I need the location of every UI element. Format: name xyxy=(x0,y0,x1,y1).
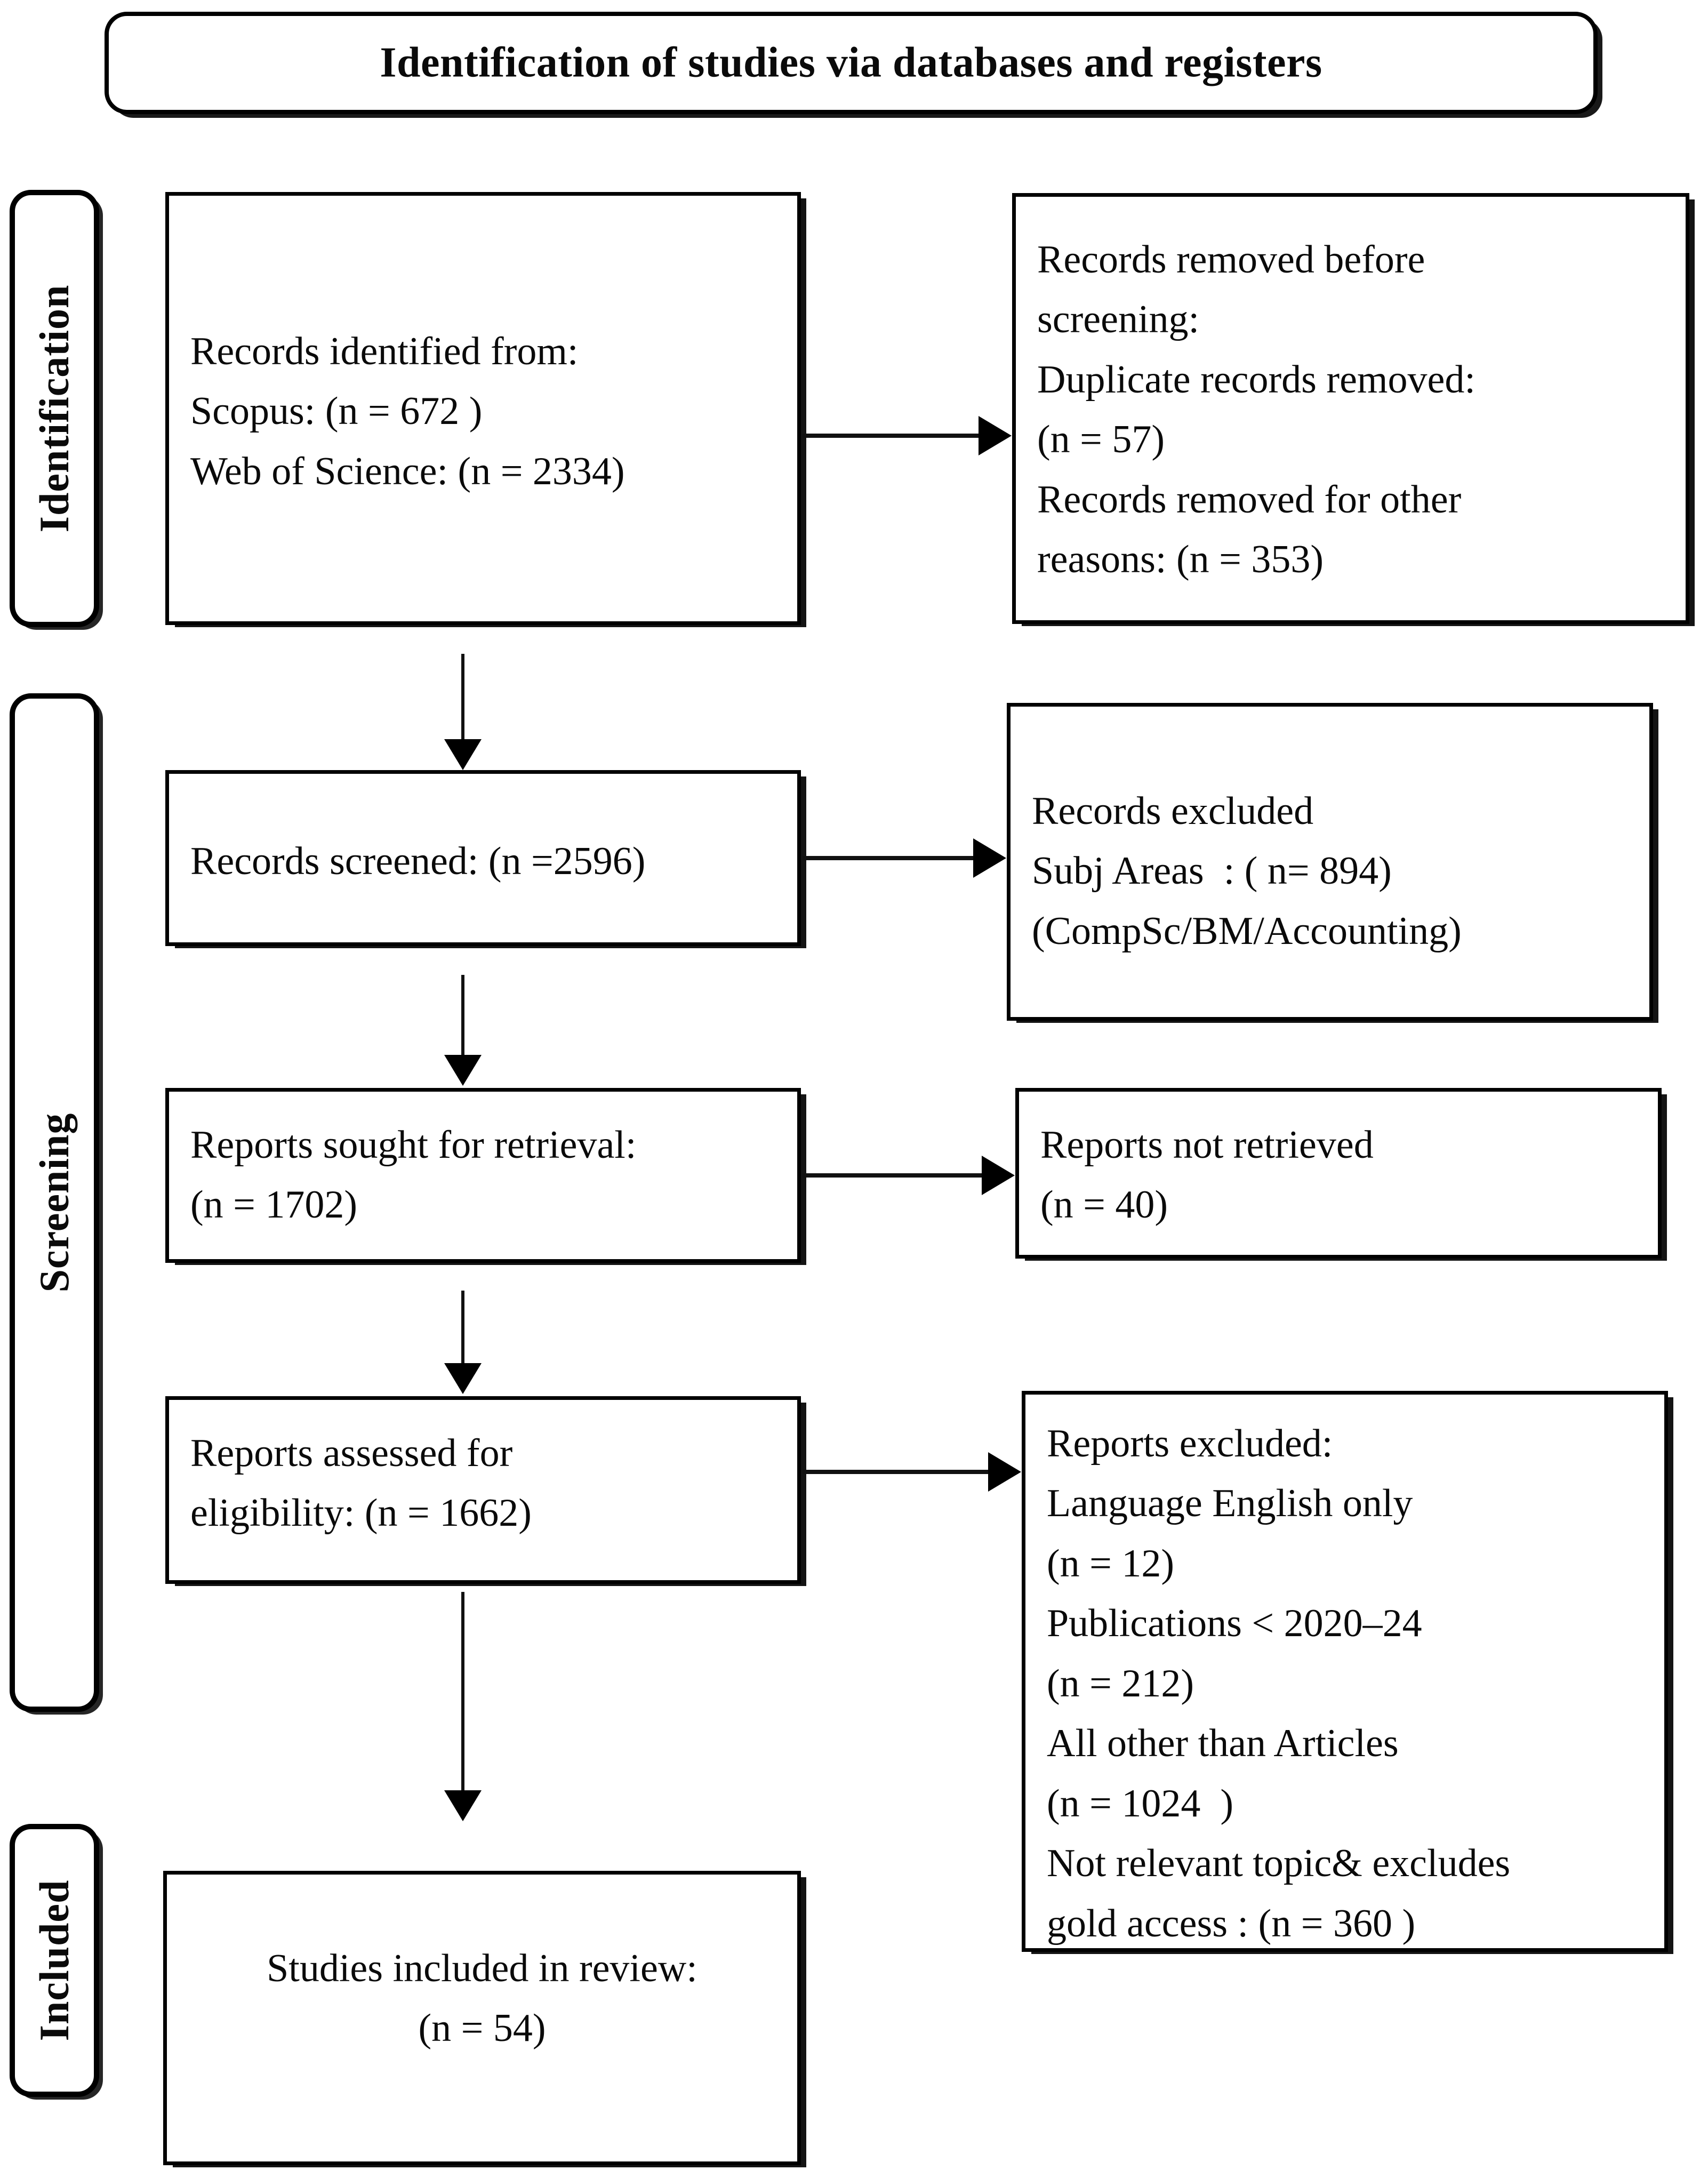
node-reports-sought: Reports sought for retrieval: (n = 1702) xyxy=(165,1088,801,1263)
stage-rail-identification: Identification xyxy=(10,190,99,627)
arrow-head xyxy=(444,1790,482,1821)
arrow-head xyxy=(982,1156,1015,1195)
arrow-shaft xyxy=(461,1291,464,1376)
node-records-screened: Records screened: (n =2596) xyxy=(165,770,801,946)
arrow-shaft xyxy=(803,856,990,860)
stage-label-identification: Identification xyxy=(31,284,77,533)
node-records-removed-text: Records removed before screening: Duplic… xyxy=(1037,238,1476,582)
arrow-head xyxy=(973,838,1006,878)
arrow-head xyxy=(444,739,482,770)
node-studies-included: Studies included in review: (n = 54) xyxy=(163,1871,801,2165)
node-reports-sought-text: Reports sought for retrieval: (n = 1702) xyxy=(190,1123,637,1227)
arrow-head xyxy=(444,1363,482,1394)
node-studies-included-text: Studies included in review: (n = 54) xyxy=(267,1947,697,2051)
arrow-shaft xyxy=(803,434,996,438)
node-records-screened-text: Records screened: (n =2596) xyxy=(190,839,646,883)
arrow-shaft xyxy=(461,975,464,1068)
node-records-excluded: Records excluded Subj Areas : ( n= 894) … xyxy=(1007,703,1653,1021)
stage-rail-included: Included xyxy=(10,1824,99,2097)
node-records-removed: Records removed before screening: Duplic… xyxy=(1012,193,1689,624)
node-reports-assessed-text: Reports assessed for eligibility: (n = 1… xyxy=(190,1431,532,1535)
arrow-shaft xyxy=(461,1592,464,1803)
arrow-shaft xyxy=(803,1173,999,1178)
stage-label-screening: Screening xyxy=(31,1112,77,1293)
node-reports-assessed: Reports assessed for eligibility: (n = 1… xyxy=(165,1396,801,1584)
node-records-identified: Records identified from: Scopus: (n = 67… xyxy=(165,192,801,625)
stage-rail-screening: Screening xyxy=(10,693,99,1712)
node-records-excluded-text: Records excluded Subj Areas : ( n= 894) … xyxy=(1032,789,1462,953)
node-reports-excluded-text: Reports excluded: Language English only … xyxy=(1047,1422,1511,1945)
arrow-head xyxy=(979,416,1012,455)
arrow-head xyxy=(988,1452,1021,1492)
node-records-identified-text: Records identified from: Scopus: (n = 67… xyxy=(190,330,625,493)
page-title: Identification of studies via databases … xyxy=(380,39,1322,86)
stage-label-included: Included xyxy=(31,1879,77,2041)
arrow-shaft xyxy=(803,1470,1005,1474)
arrow-head xyxy=(444,1055,482,1086)
node-reports-not-retrieved: Reports not retrieved (n = 40) xyxy=(1015,1088,1662,1259)
node-reports-not-retrieved-text: Reports not retrieved (n = 40) xyxy=(1040,1123,1374,1227)
arrow-shaft xyxy=(461,654,464,752)
node-reports-excluded: Reports excluded: Language English only … xyxy=(1022,1391,1668,1952)
diagram-title-bar: Identification of studies via databases … xyxy=(105,12,1598,114)
